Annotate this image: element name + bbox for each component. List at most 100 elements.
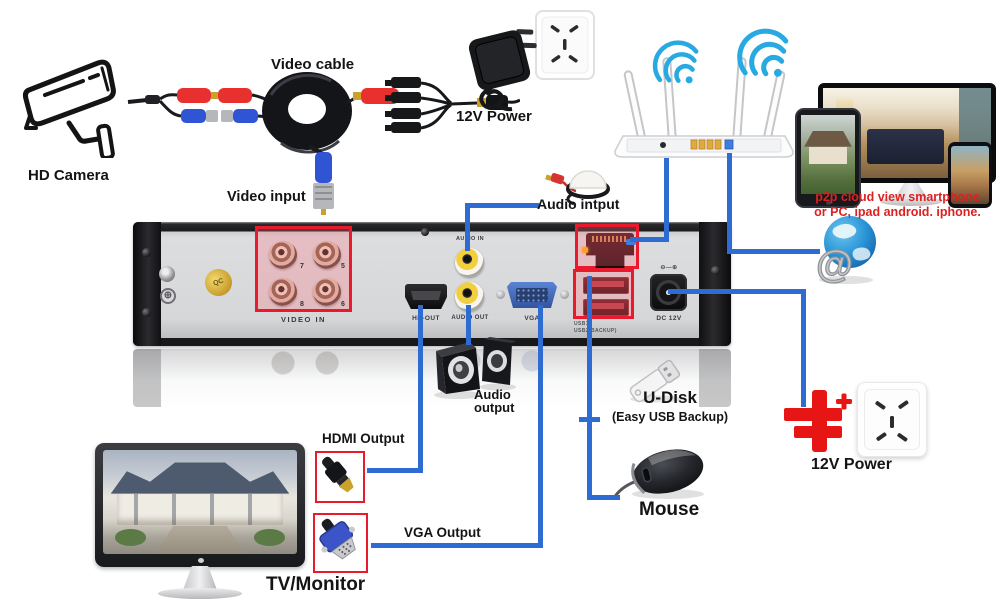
tv-monitor-label: TV/Monitor xyxy=(266,574,366,595)
ethernet-highlight-box xyxy=(575,224,639,269)
bnc-channel-number: 6 xyxy=(341,301,345,308)
vga-label: VGA xyxy=(524,315,540,322)
line-router-eth-h xyxy=(630,237,669,242)
line-audio-in-h xyxy=(465,203,539,208)
video-input-label: Video input xyxy=(227,189,306,205)
wifi-icon xyxy=(652,40,699,84)
line-hdmi-v xyxy=(418,305,423,473)
tv-monitor-device xyxy=(95,443,305,567)
hd-camera-label: HD Camera xyxy=(28,167,109,184)
line-router-eth-v xyxy=(664,158,669,242)
dc-polarity-label: ⊖—⊕ xyxy=(660,265,678,271)
mouse-icon xyxy=(612,449,704,499)
line-vga-v xyxy=(538,305,543,548)
usb-drive-icon xyxy=(629,359,682,403)
tv-base xyxy=(158,588,242,599)
ethernet-led-orange xyxy=(582,247,588,253)
vga-plug-icon xyxy=(319,518,356,560)
p2p-caption-line1: p2p cloud view smartphone xyxy=(815,190,980,204)
bnc-port xyxy=(269,278,297,306)
dvr-reflection xyxy=(133,349,731,407)
microphone-icon xyxy=(545,170,610,206)
video-cable-label: Video cable xyxy=(271,56,355,73)
vga-screw-nut xyxy=(496,290,505,299)
globe-icon: @ xyxy=(815,216,876,284)
bnc-channel-number: 7 xyxy=(300,263,304,270)
dvr-small-connector xyxy=(159,266,175,282)
line-hdmi-h xyxy=(367,468,423,473)
line-dc-power-v xyxy=(801,289,806,407)
power-splitter-icon xyxy=(385,77,520,133)
speakers-icon xyxy=(434,337,516,399)
dvr-panel: ⊕ QC 7 5 8 6 VIDEO IN HD-OUT AUDIO IN AU… xyxy=(133,222,731,346)
screw-icon xyxy=(142,248,151,257)
audio-in-label: AUDIO IN xyxy=(456,236,484,242)
bnc-channel-number: 5 xyxy=(341,263,345,270)
usb-highlight-box xyxy=(573,269,634,319)
monitor-base xyxy=(880,197,942,206)
at-symbol: @ xyxy=(816,244,853,284)
line-router-globe-h xyxy=(727,249,820,254)
street-photo xyxy=(951,146,989,204)
qc-sticker: QC xyxy=(201,265,236,300)
cloud-phone-device xyxy=(948,142,992,208)
bnc-port xyxy=(313,241,341,269)
audio-output-label: Audio output xyxy=(474,388,514,414)
screw-icon xyxy=(142,308,151,317)
dc-12v-label: DC 12V xyxy=(656,315,682,322)
vga-output-label: VGA Output xyxy=(404,525,481,540)
hdmi-plug-icon xyxy=(322,456,354,493)
tablet-home-button xyxy=(826,200,832,205)
ground-screw-icon: ⊕ xyxy=(160,288,176,304)
house-photo xyxy=(801,115,855,195)
video-in-highlight-box xyxy=(255,226,352,312)
line-router-globe-v xyxy=(727,153,732,254)
power-adapter-outlet-icon xyxy=(468,10,595,112)
video-in-label: VIDEO IN xyxy=(281,315,326,324)
usb2-label: USB2(BACKUP) xyxy=(574,328,617,334)
audio-input-label: Audio intput xyxy=(537,196,620,212)
line-usb-v xyxy=(587,276,592,500)
line-usb-mouse-h xyxy=(587,495,620,500)
hdmi-plug-box xyxy=(315,451,365,503)
udisk-label: U-Disk xyxy=(643,388,697,407)
udisk-sub-label: (Easy USB Backup) xyxy=(611,410,728,424)
bnc-channel-number: 8 xyxy=(300,301,304,308)
tv-logo-dot xyxy=(197,558,204,563)
p2p-cloud-caption: p2p cloud view smartphone or PC, ipad an… xyxy=(795,190,1000,220)
power-12v-right-label: 12V Power xyxy=(811,456,892,473)
line-audio-in-v xyxy=(465,203,470,251)
cloud-tablet-device xyxy=(795,108,861,208)
hdmi-output-label: HDMI Output xyxy=(322,431,405,446)
dvr-rack-ear-left xyxy=(133,222,161,346)
p2p-caption-line2: or PC, ipad android. iphone. xyxy=(814,205,981,219)
line-usb-udisk-tick xyxy=(579,417,600,422)
monitor-stand xyxy=(894,183,928,199)
ethernet-led-blue xyxy=(626,239,636,245)
screw-icon xyxy=(421,228,429,236)
hdmi-port xyxy=(405,284,447,309)
mansion-photo xyxy=(103,450,297,554)
hd-camera-icon xyxy=(22,59,116,158)
red-plug-icon xyxy=(784,390,852,452)
audio-output-line2: output xyxy=(474,400,515,415)
video-cable-icon xyxy=(127,72,412,215)
line-dc-power-h xyxy=(668,289,806,294)
screw-icon xyxy=(711,266,720,275)
vga-screw-nut xyxy=(560,290,569,299)
bnc-port xyxy=(313,278,341,306)
bnc-port xyxy=(269,241,297,269)
wifi-router-icon xyxy=(614,28,794,158)
hd-out-label: HD-OUT xyxy=(412,315,440,322)
vga-port xyxy=(507,282,557,308)
usb1-label: USB1 xyxy=(574,321,589,327)
wall-outlet-icon xyxy=(857,382,927,457)
mouse-label: Mouse xyxy=(639,499,700,520)
wifi-icon xyxy=(737,28,789,77)
dvr-rack-ear-right xyxy=(699,222,731,346)
audio-output-line1: Audio xyxy=(474,387,511,402)
power-12v-top-label: 12V Power xyxy=(456,108,532,125)
audio-in-rca-port xyxy=(455,248,484,277)
outlet-holes xyxy=(875,400,909,442)
